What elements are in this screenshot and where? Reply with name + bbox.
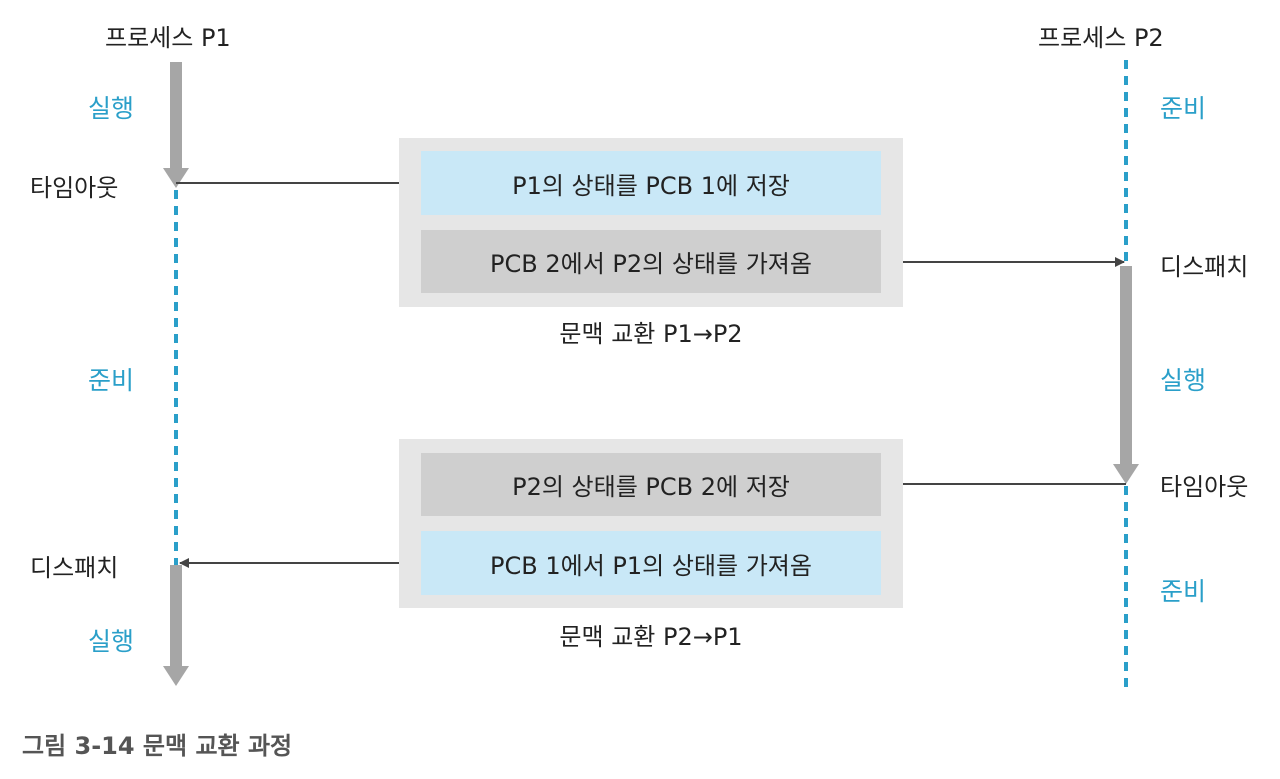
p1-event-timeout: 타임아웃 xyxy=(30,174,119,202)
p1-running-arrow-bottom xyxy=(163,565,189,686)
p1-title: 프로세스 P1 xyxy=(105,24,231,52)
p2-title: 프로세스 P2 xyxy=(1038,24,1164,52)
step-load-p1-state: PCB 1에서 P1의 상태를 가져옴 xyxy=(421,531,881,595)
figure-caption: 그림 3-14 문맥 교환 과정 xyxy=(22,732,293,760)
p2-event-timeout: 타임아웃 xyxy=(1160,473,1249,501)
p1-state-running-2: 실행 xyxy=(88,627,135,656)
p1-state-running-1: 실행 xyxy=(88,94,135,123)
step-load-p2-state: PCB 2에서 P2의 상태를 가져옴 xyxy=(421,230,881,293)
context-switch-p1-p2-caption: 문맥 교환 P1→P2 xyxy=(559,320,743,348)
p1-state-ready: 준비 xyxy=(88,366,135,395)
p2-state-running: 실행 xyxy=(1160,366,1207,395)
p2-event-dispatch: 디스패치 xyxy=(1160,253,1249,281)
p2-state-ready-2: 준비 xyxy=(1160,577,1207,606)
p1-event-dispatch: 디스패치 xyxy=(30,554,119,582)
p2-state-ready-1: 준비 xyxy=(1160,94,1207,123)
context-switch-p1-p2-group: P1의 상태를 PCB 1에 저장 PCB 2에서 P2의 상태를 가져옴 xyxy=(399,138,903,307)
step-save-p1-state: P1의 상태를 PCB 1에 저장 xyxy=(421,151,881,215)
p2-running-arrow xyxy=(1113,266,1139,484)
step-save-p2-state: P2의 상태를 PCB 2에 저장 xyxy=(421,453,881,516)
p1-running-arrow-top xyxy=(163,62,189,188)
context-switch-p2-p1-group: P2의 상태를 PCB 2에 저장 PCB 1에서 P1의 상태를 가져옴 xyxy=(399,439,903,608)
context-switch-p2-p1-caption: 문맥 교환 P2→P1 xyxy=(559,623,743,651)
